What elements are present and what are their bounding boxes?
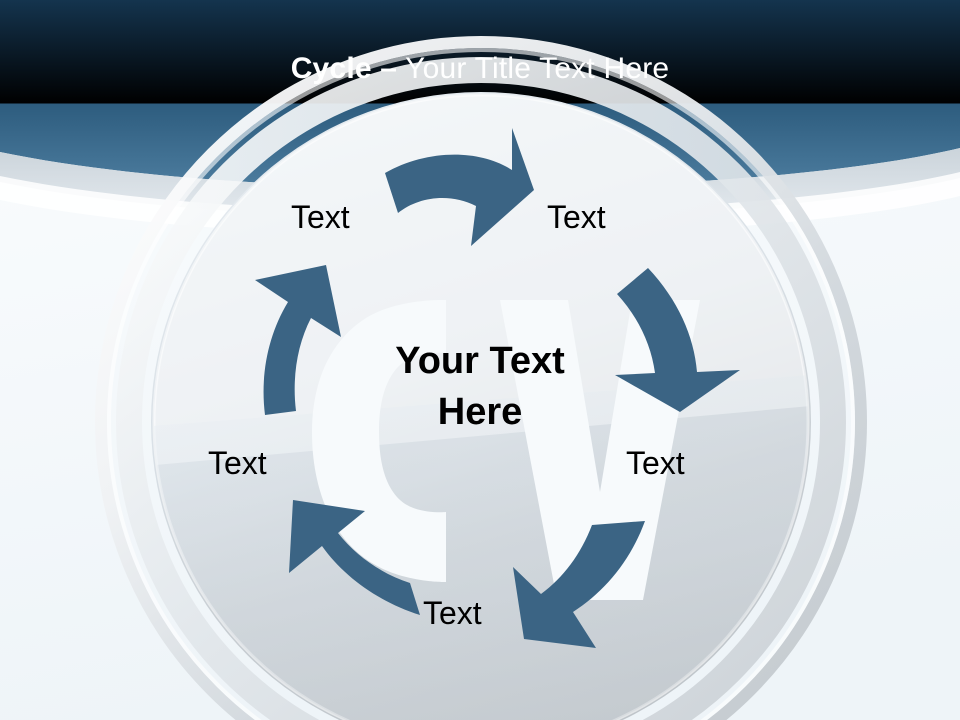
arrow-top[interactable] [385, 128, 534, 246]
mid-ring [116, 57, 846, 720]
cycle-center-line-2: Here [437, 391, 523, 434]
arrow-bottom-left[interactable] [289, 500, 420, 615]
cycle-arrow-group [255, 128, 740, 648]
arrow-bottom-right[interactable] [513, 521, 645, 648]
cycle-label-top-left[interactable]: Text [291, 199, 350, 235]
page-title-rest: Your Title Text Here [397, 52, 670, 85]
cycle-label-top-right[interactable]: Text [547, 199, 606, 235]
cycle-label-left[interactable]: Text [208, 445, 267, 481]
cycle-center-line-1: Your Text [395, 340, 565, 382]
cycle-label-right[interactable]: Text [626, 445, 685, 481]
arrow-left[interactable] [255, 265, 341, 415]
page-title: Cycle – Your Title Text Here [0, 52, 960, 86]
cycle-center-text[interactable]: Your Text Here [330, 336, 630, 439]
page-title-strong: Cycle – [290, 52, 398, 85]
outer-ring-inner-edge [107, 48, 855, 720]
arrow-right[interactable] [615, 268, 740, 412]
cycle-label-bottom[interactable]: Text [423, 595, 482, 631]
outer-ring [95, 36, 867, 720]
